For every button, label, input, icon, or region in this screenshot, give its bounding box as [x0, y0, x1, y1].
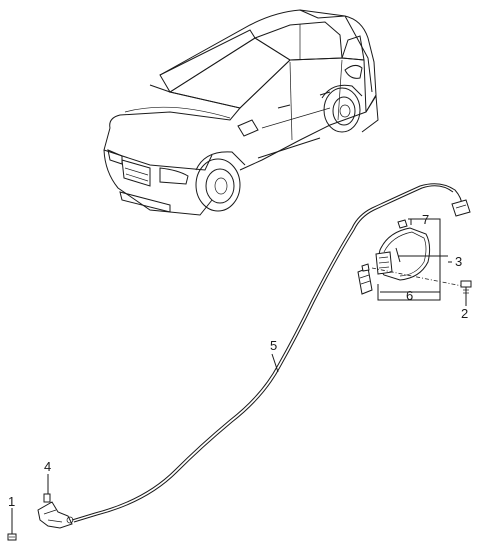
- callout-4: 4: [44, 459, 51, 474]
- bolt-1: [7, 526, 17, 541]
- callout-6: 6: [406, 288, 413, 303]
- callout-2: 2: [461, 306, 468, 321]
- cable-end-connector: [451, 199, 471, 217]
- fuel-door-release-cable: [71, 183, 463, 523]
- callout-1: 1: [8, 494, 15, 509]
- screw-2: [460, 280, 472, 296]
- car-illustration: [103, 9, 379, 216]
- callout-7: 7: [422, 212, 429, 227]
- callout-5: 5: [270, 338, 277, 353]
- callout-bracket: [377, 218, 448, 301]
- screw-alignment-line: [371, 267, 463, 287]
- fuel-door-hinge: [375, 251, 393, 275]
- leader-5: [271, 353, 279, 373]
- callout-3: 3: [455, 254, 462, 269]
- fuel-door-opener: [357, 263, 373, 295]
- small-clip: [397, 219, 408, 229]
- release-lever: [37, 493, 74, 529]
